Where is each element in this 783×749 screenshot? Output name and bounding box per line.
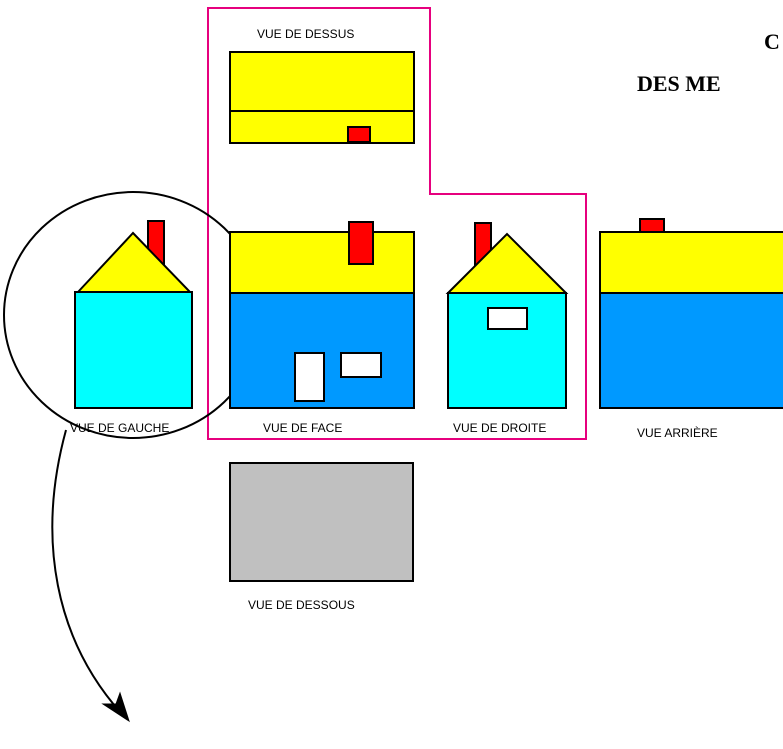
left-view-roof — [75, 231, 193, 293]
back-view-roof — [599, 231, 783, 294]
bottom-view-underside — [229, 462, 414, 582]
top-view-label: VUE DE DESSUS — [257, 27, 354, 41]
front-view: VUE DE FACE — [229, 221, 415, 435]
left-view-wall — [74, 291, 193, 409]
right-view-label: VUE DE DROITE — [453, 421, 546, 435]
left-view: VUE DE GAUCHE — [70, 220, 193, 435]
bottom-view-label: VUE DE DESSOUS — [248, 598, 355, 612]
left-view-label: VUE DE GAUCHE — [70, 421, 169, 435]
front-view-roof — [229, 231, 415, 294]
back-view-chimney — [639, 218, 665, 234]
front-view-window — [340, 352, 382, 378]
title-line-1: C — [764, 29, 780, 54]
right-view-roof — [445, 232, 569, 294]
back-view-wall — [599, 292, 783, 409]
front-view-door — [294, 352, 325, 402]
back-view-label: VUE ARRIÈRE — [637, 425, 718, 440]
front-view-label: VUE DE FACE — [263, 421, 342, 435]
bottom-view: VUE DE DESSOUS — [229, 462, 414, 612]
highlight-frame — [207, 7, 587, 440]
top-view-roof — [229, 51, 415, 144]
top-view-chimney — [347, 126, 371, 143]
top-view: VUE DE DESSUS — [229, 27, 415, 144]
right-view: VUE DE DROITE — [445, 222, 569, 435]
back-view: VUE ARRIÈRE — [599, 218, 783, 440]
curved-arrow — [51, 429, 122, 714]
front-view-chimney — [348, 221, 374, 265]
right-view-window — [487, 307, 528, 330]
arrow-head-icon — [101, 691, 130, 723]
title-line-2: DES ME — [637, 71, 721, 96]
